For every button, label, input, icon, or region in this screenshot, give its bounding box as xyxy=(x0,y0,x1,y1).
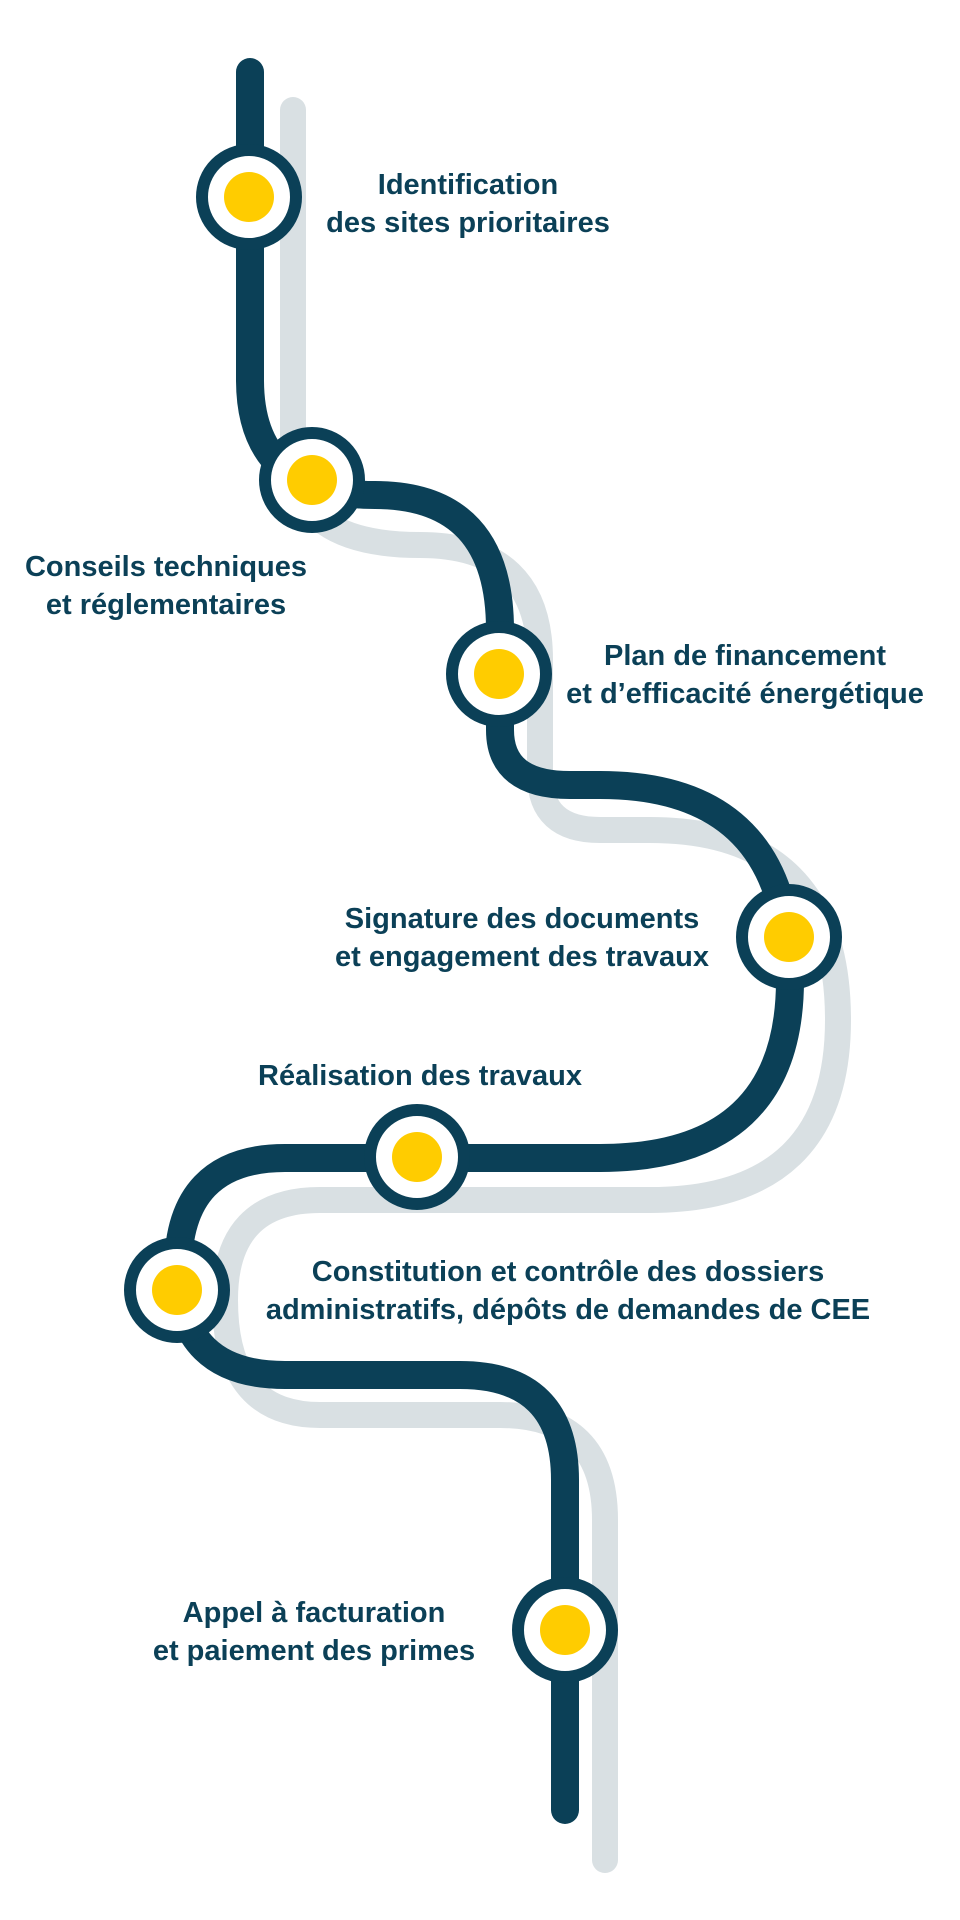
step-label-6: Constitution et contrôle des dossiers ad… xyxy=(258,1253,878,1329)
step-node-5 xyxy=(364,1104,470,1210)
step-1-line-1: Identification xyxy=(377,169,559,201)
step-4-line-2: et engagement des travaux xyxy=(335,941,709,973)
step-1-line-2: des sites prioritaires xyxy=(326,207,610,239)
step-label-1: Identification des sites prioritaires xyxy=(318,166,618,242)
step-3-line-1: Plan de financement xyxy=(603,640,886,672)
step-label-4: Signature des documents et engagement de… xyxy=(322,900,722,976)
step-7-line-2: et paiement des primes xyxy=(152,1635,476,1667)
step-6-line-2: administratifs, dépôts de demandes de CE… xyxy=(265,1294,871,1326)
step-node-3 xyxy=(446,621,552,727)
step-label-7: Appel à facturation et paiement des prim… xyxy=(144,1594,484,1670)
step-5-line-1: Réalisation des travaux xyxy=(258,1060,582,1092)
step-node-6 xyxy=(124,1237,230,1343)
step-7-line-1: Appel à facturation xyxy=(182,1597,446,1629)
step-node-4 xyxy=(736,884,842,990)
step-node-1 xyxy=(196,144,302,250)
step-4-line-1: Signature des documents xyxy=(344,903,700,935)
step-node-7 xyxy=(512,1577,618,1683)
step-6-line-1: Constitution et contrôle des dossiers xyxy=(311,1256,825,1288)
step-node-2 xyxy=(259,427,365,533)
step-label-2: Conseils techniques et réglementaires xyxy=(16,548,316,624)
step-2-line-1: Conseils techniques xyxy=(24,551,307,583)
step-label-3: Plan de financement et d’efficacité éner… xyxy=(555,637,935,713)
step-label-5: Réalisation des travaux xyxy=(240,1057,600,1095)
step-2-line-2: et réglementaires xyxy=(45,589,287,621)
step-3-line-2: et d’efficacité énergétique xyxy=(566,678,924,710)
